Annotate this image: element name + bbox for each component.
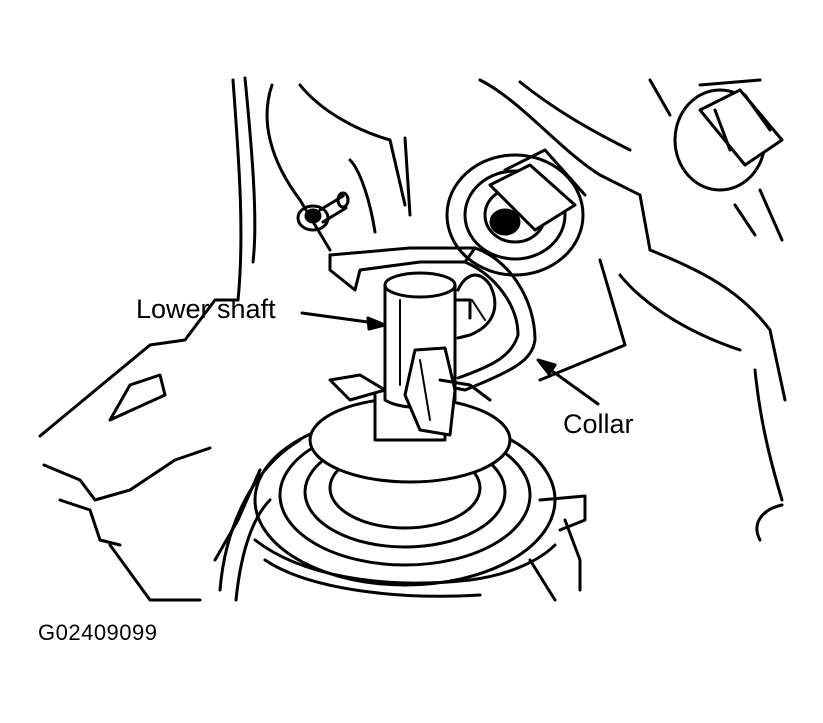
right-lower-fitting xyxy=(755,503,784,542)
lower-shaft-arrowhead xyxy=(366,316,387,331)
collar-label: Collar xyxy=(563,409,634,439)
rear-actuator xyxy=(445,148,587,277)
collar-leader xyxy=(546,366,600,406)
lower-shaft xyxy=(328,271,492,442)
collar-arrowhead xyxy=(536,358,557,376)
top-right-connector xyxy=(648,78,784,242)
bolt xyxy=(296,191,350,232)
lower-shaft-leader xyxy=(300,311,377,325)
collar-clip xyxy=(328,246,537,392)
leader-lines xyxy=(300,311,600,406)
figure-code-label: G02409099 xyxy=(38,620,158,645)
lower-shaft-label: Lower shaft xyxy=(136,294,276,324)
upper-housing xyxy=(265,78,787,502)
left-bracket xyxy=(38,76,262,602)
